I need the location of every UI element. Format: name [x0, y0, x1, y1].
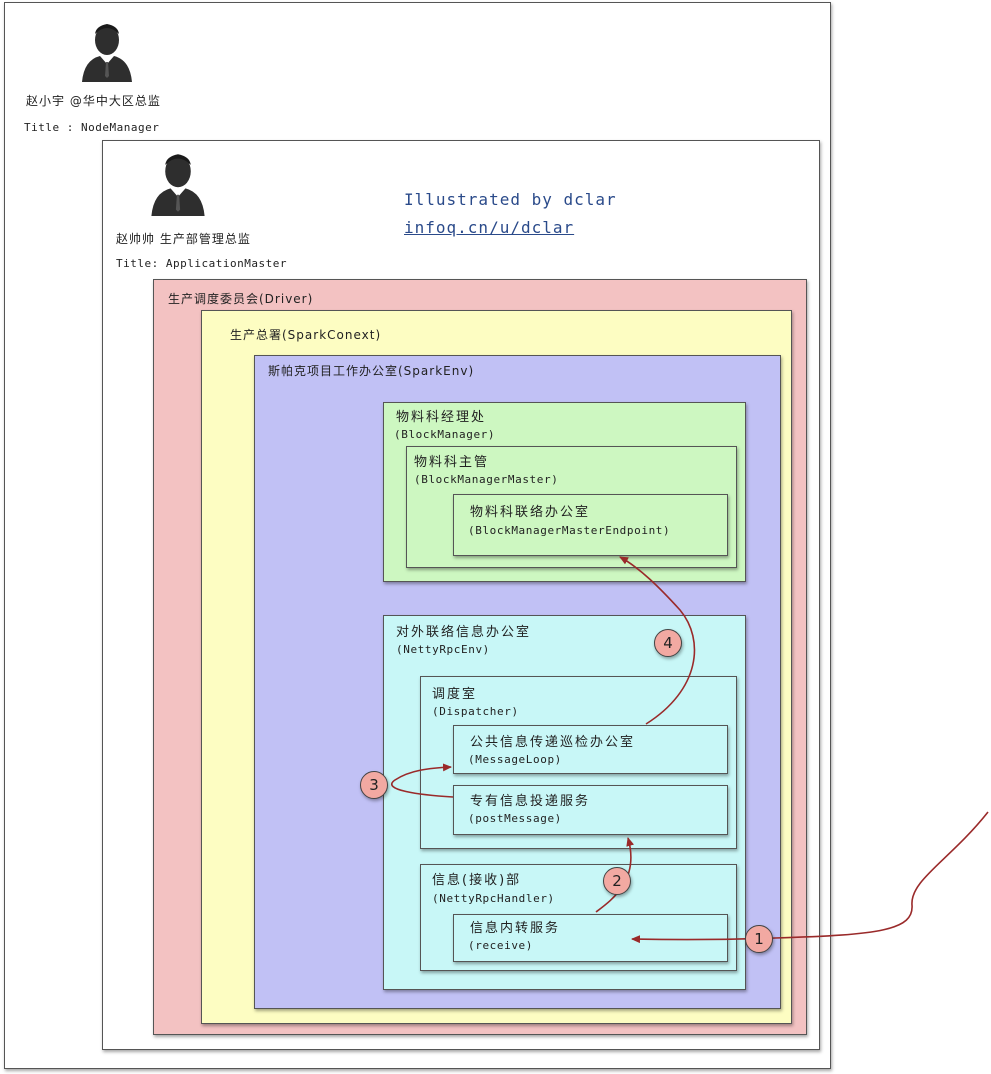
post-message-box: [453, 785, 728, 835]
spark-context-label: 生产总署(SparkConext): [230, 328, 382, 342]
person-icon: [82, 24, 132, 82]
step-badge-4: 4: [654, 629, 682, 657]
app-master-person: 赵帅帅 生产部管理总监: [116, 232, 251, 246]
message-loop-en: (MessageLoop): [468, 753, 562, 766]
driver-label: 生产调度委员会(Driver): [168, 292, 314, 306]
block-manager-master-en: (BlockManagerMaster): [414, 473, 559, 486]
dispatcher-zh: 调度室: [432, 687, 478, 702]
app-master-title: Title: ApplicationMaster: [116, 257, 287, 270]
node-manager-title: Title : NodeManager: [24, 121, 160, 134]
block-manager-endpoint-zh: 物料科联络办公室: [470, 505, 591, 520]
spark-env-label: 斯帕克项目工作办公室(SparkEnv): [268, 364, 475, 378]
step-badge-3: 3: [360, 771, 388, 799]
credit-link[interactable]: infoq.cn/u/dclar: [404, 218, 575, 237]
person-icon: [151, 154, 205, 216]
dispatcher-en: (Dispatcher): [432, 705, 519, 718]
step-badge-1: 1: [745, 925, 773, 953]
receive-zh: 信息内转服务: [470, 921, 561, 936]
block-manager-zh: 物料科经理处: [396, 410, 487, 425]
receive-en: (receive): [468, 939, 534, 952]
arrow-step-1: [631, 811, 989, 944]
block-manager-endpoint-box: [453, 494, 728, 556]
message-loop-box: [453, 725, 728, 774]
arrow-step-4: [619, 556, 696, 725]
post-message-en: (postMessage): [468, 812, 562, 825]
rpc-handler-zh: 信息(接收)部: [432, 873, 522, 888]
block-manager-master-zh: 物料科主管: [414, 455, 490, 470]
step-badge-2: 2: [603, 867, 631, 895]
post-message-zh: 专有信息投递服务: [470, 794, 591, 809]
netty-rpc-env-en: (NettyRpcEnv): [396, 643, 490, 656]
receive-box: [453, 914, 728, 962]
block-manager-endpoint-en: (BlockManagerMasterEndpoint): [468, 524, 671, 537]
netty-rpc-env-zh: 对外联络信息办公室: [396, 625, 532, 640]
rpc-handler-en: (NettyRpcHandler): [432, 892, 555, 905]
credit-author: Illustrated by dclar: [404, 190, 617, 209]
message-loop-zh: 公共信息传递巡检办公室: [470, 735, 636, 750]
node-manager-person: 赵小宇 @华中大区总监: [26, 94, 161, 108]
arrow-step-3: [391, 763, 454, 798]
block-manager-en: (BlockManager): [394, 428, 496, 441]
